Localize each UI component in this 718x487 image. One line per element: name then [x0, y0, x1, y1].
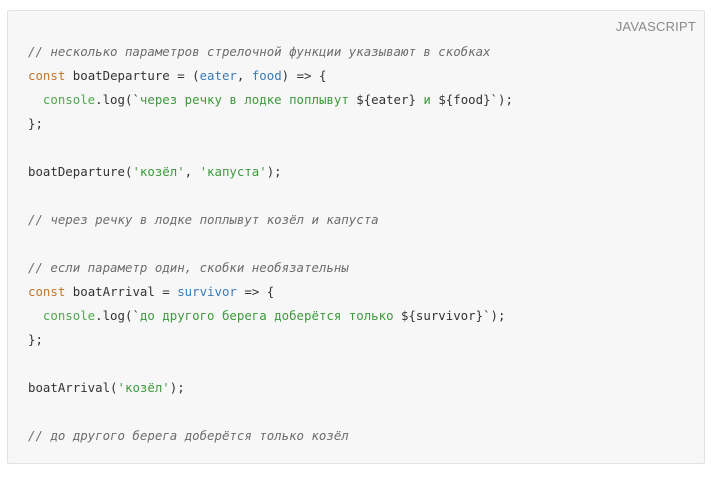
code-token: // если параметр один, скобки необязател…	[28, 260, 349, 275]
code-token: и	[415, 92, 439, 107]
code-token: boatDeparture = (	[65, 68, 200, 83]
code-line: console.log(`через речку в лодке поплыву…	[28, 88, 513, 112]
code-token: 'козёл'	[132, 164, 185, 179]
code-line: ​	[28, 184, 513, 208]
code-line: };	[28, 112, 513, 136]
code-token: // через речку в лодке поплывут козёл и …	[28, 212, 379, 227]
language-label: JAVASCRIPT	[615, 19, 696, 34]
code-line: // через речку в лодке поплывут козёл и …	[28, 208, 513, 232]
code-content[interactable]: // несколько параметров стрелочной функц…	[28, 40, 513, 448]
code-token: `);	[483, 308, 506, 323]
code-token: boatDeparture(	[28, 164, 133, 179]
code-token	[28, 92, 43, 107]
code-token: survivor	[177, 284, 237, 299]
code-line: ​	[28, 136, 513, 160]
code-line: boatDeparture('козёл', 'капуста');	[28, 160, 513, 184]
code-token: `);	[490, 92, 513, 107]
code-line: ​	[28, 400, 513, 424]
code-token: );	[266, 164, 282, 179]
code-line: boatArrival('козёл');	[28, 376, 513, 400]
code-token: через речку в лодке поплывут	[139, 92, 357, 107]
code-line: // до другого берега доберётся только ко…	[28, 424, 513, 448]
code-line: };	[28, 328, 513, 352]
code-token: const	[28, 68, 66, 83]
code-token: .log(`	[95, 308, 140, 323]
code-token: => {	[236, 284, 275, 299]
code-token: ${eater}	[356, 92, 416, 107]
code-token: eater	[199, 68, 237, 83]
code-token: boatArrival =	[65, 284, 178, 299]
code-token: console	[42, 308, 96, 323]
code-token: console	[42, 92, 96, 107]
code-token: };	[28, 332, 43, 347]
code-token: ,	[236, 68, 252, 83]
code-token: ${food}	[438, 92, 491, 107]
code-line: ​	[28, 232, 513, 256]
code-token: 'козёл'	[117, 380, 170, 395]
code-token: ) => {	[281, 68, 327, 83]
code-token: boatArrival(	[28, 380, 118, 395]
code-token: // до другого берега доберётся только ко…	[28, 428, 349, 443]
code-line: // несколько параметров стрелочной функц…	[28, 40, 513, 64]
code-line: // если параметр один, скобки необязател…	[28, 256, 513, 280]
code-token: .log(`	[95, 92, 140, 107]
code-line: const boatDeparture = (eater, food) => {	[28, 64, 513, 88]
code-token	[28, 308, 43, 323]
code-token: };	[28, 116, 43, 131]
code-token: ,	[184, 164, 200, 179]
code-token: const	[28, 284, 66, 299]
code-token: до другого берега доберётся только	[139, 308, 401, 323]
code-line: const boatArrival = survivor => {	[28, 280, 513, 304]
code-token: // несколько параметров стрелочной функц…	[28, 44, 491, 59]
code-line: console.log(`до другого берега доберётся…	[28, 304, 513, 328]
code-line: ​	[28, 352, 513, 376]
code-token: food	[251, 68, 282, 83]
code-block: JAVASCRIPT // несколько параметров стрел…	[7, 10, 705, 464]
code-token: 'капуста'	[199, 164, 267, 179]
code-token: ${survivor}	[401, 308, 484, 323]
code-token: );	[169, 380, 185, 395]
